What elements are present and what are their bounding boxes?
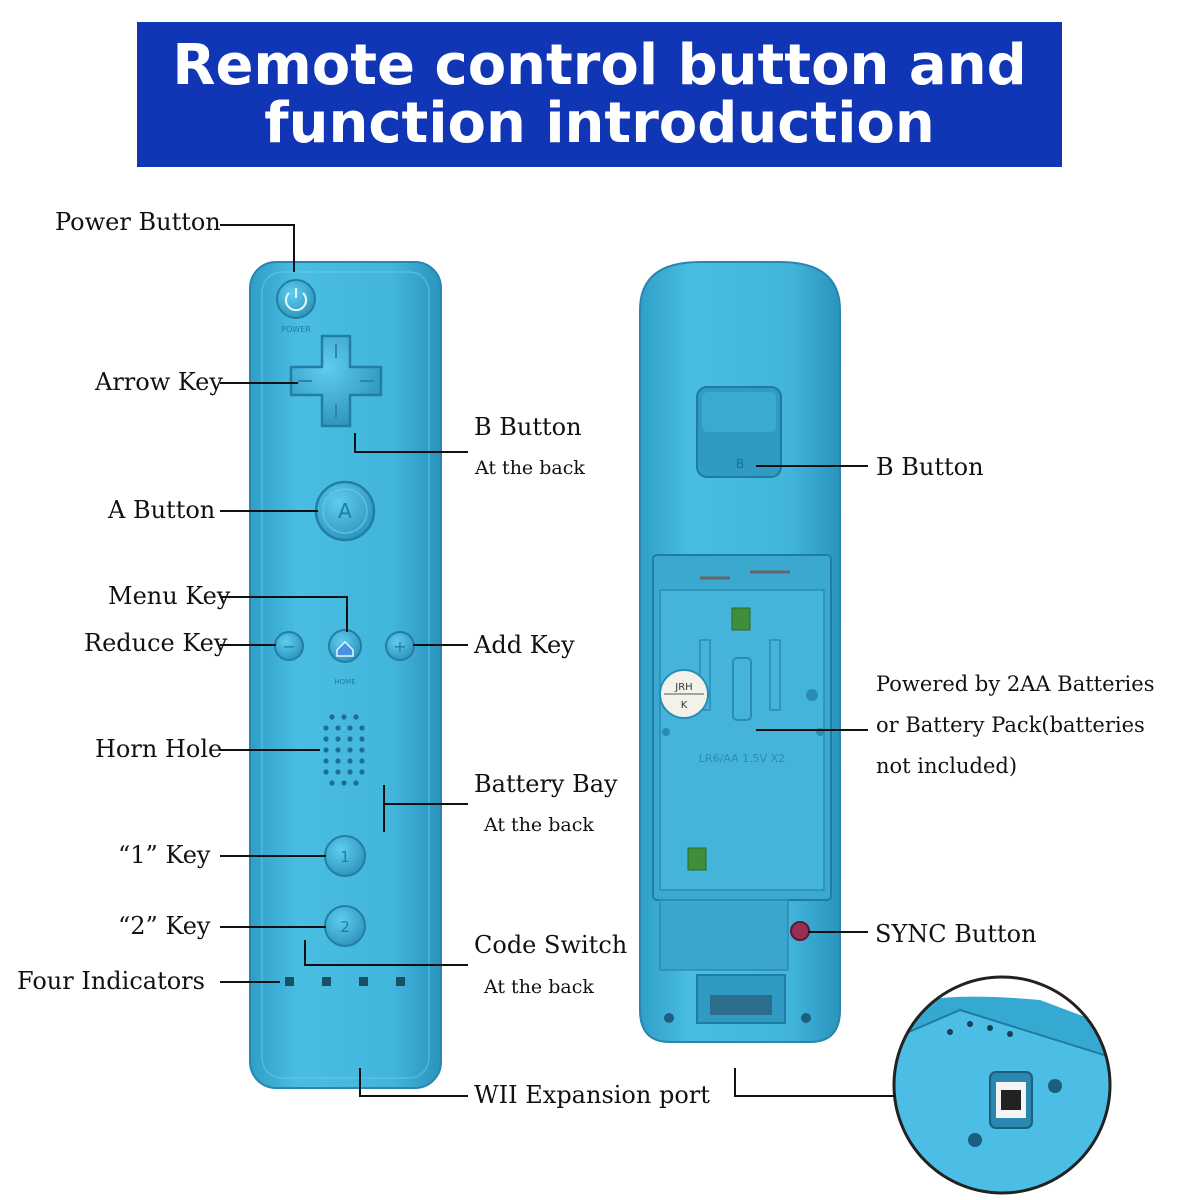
- battery-bay-sub: At the back: [484, 814, 594, 836]
- power-icon: [285, 292, 307, 312]
- battery-bay-label: Battery Bay: [474, 770, 618, 798]
- expansion-port-inset: [892, 975, 1112, 1195]
- power-info-line-2: or Battery Pack(batteries: [876, 713, 1145, 737]
- key-1-glyph: 1: [340, 848, 350, 866]
- title-line-1: Remote control button and: [172, 33, 1027, 98]
- code-switch-area: [659, 899, 789, 971]
- b-trigger[interactable]: [696, 386, 782, 478]
- home-text: HOME: [334, 678, 355, 686]
- leader-lines: [220, 224, 895, 1097]
- b-trigger-glyph: B: [736, 457, 744, 471]
- power-info-line-1: Powered by 2AA Batteries: [876, 672, 1155, 696]
- home-icon: [336, 640, 354, 657]
- title-banner: Remote control button and function intro…: [137, 22, 1062, 167]
- a-button-glyph: A: [338, 499, 352, 523]
- a-button[interactable]: [314, 480, 376, 542]
- battery-compartment: [652, 554, 832, 901]
- jrh-text: JRH: [674, 682, 692, 693]
- jrh-sticker: [659, 669, 709, 719]
- power-info-line-3: not included): [876, 754, 1018, 778]
- arrow-key[interactable]: [289, 334, 383, 428]
- arrow-key-label: Arrow Key: [95, 368, 223, 396]
- horn-hole-label: Horn Hole: [95, 735, 223, 763]
- four-indicators-label: Four Indicators: [17, 967, 205, 995]
- reduce-key-label: Reduce Key: [84, 629, 228, 657]
- title-line-2: function introduction: [264, 91, 935, 156]
- b-button-back-label: B Button: [876, 453, 984, 481]
- menu-key-label: Menu Key: [108, 582, 231, 610]
- reduce-key-glyph: −: [282, 637, 295, 656]
- back-expansion-port: [696, 974, 786, 1024]
- expansion-port-label: WII Expansion port: [474, 1081, 710, 1109]
- code-switch-sub: At the back: [484, 976, 594, 998]
- a-button-label: A Button: [108, 496, 216, 524]
- b-button-front-sub: At the back: [475, 457, 585, 479]
- sync-button-label: SYNC Button: [875, 920, 1037, 948]
- key-1-label: “1” Key: [118, 841, 211, 869]
- add-key-label: Add Key: [474, 631, 575, 659]
- front-remote: POWER A − HOME +: [249, 261, 442, 1089]
- power-button-label: Power Button: [55, 208, 221, 236]
- battery-spec-text: LR6/AA 1.5V X2: [699, 752, 785, 765]
- k-text: K: [681, 700, 688, 711]
- key-2-label: “2” Key: [118, 912, 211, 940]
- add-key-glyph: +: [393, 637, 406, 656]
- b-button-front-label: B Button: [474, 413, 582, 441]
- power-button[interactable]: [276, 279, 316, 319]
- horn-hole: [323, 714, 365, 786]
- power-text: POWER: [281, 325, 311, 334]
- front-remote-body: [249, 261, 442, 1089]
- key-2-glyph: 2: [340, 918, 350, 936]
- back-remote: B JRH K LR6/AA 1.5V X2: [639, 261, 841, 1043]
- sync-button[interactable]: [790, 921, 810, 941]
- menu-key[interactable]: [328, 629, 362, 663]
- code-switch-label: Code Switch: [474, 931, 628, 959]
- four-indicators: [285, 977, 405, 986]
